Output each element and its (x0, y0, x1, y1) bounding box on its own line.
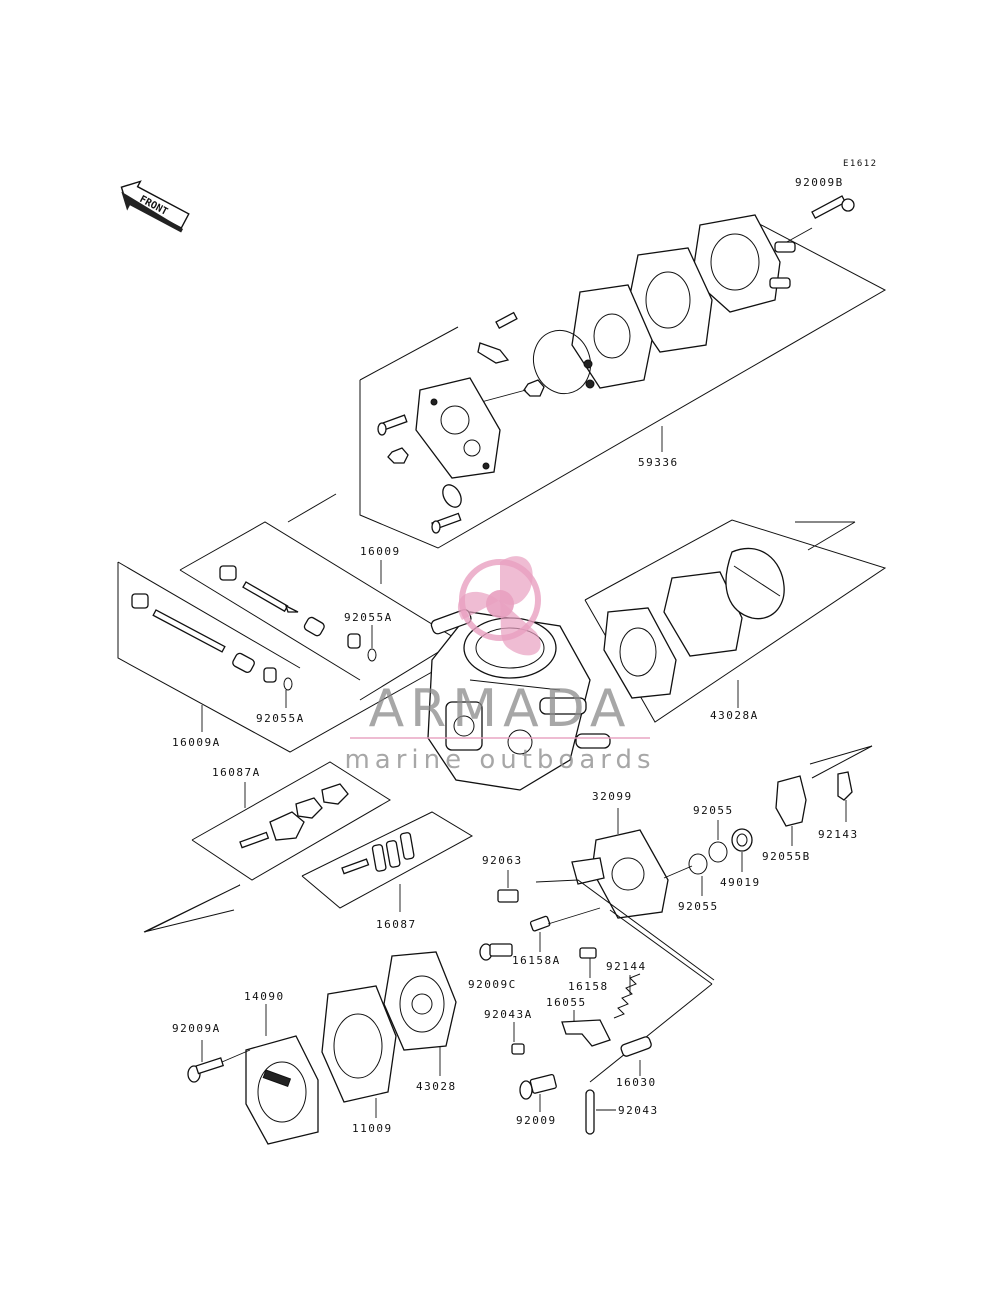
front-arrow-icon: FRONT (120, 180, 190, 233)
label-14090: 14090 (244, 990, 285, 1003)
o-ring-92055-lower (688, 853, 708, 896)
watermark-brand: ARMADA (369, 679, 632, 739)
spring-92144 (613, 973, 641, 1019)
label-92055-top: 92055 (693, 804, 734, 817)
label-92009A: 92009A (172, 1022, 221, 1035)
pin-92043 (585, 1089, 616, 1135)
bolt-92009A (187, 1040, 251, 1083)
pump-body (415, 377, 501, 479)
lever-16055 (561, 1010, 611, 1047)
label-43028A: 43028A (710, 709, 759, 722)
label-92144: 92144 (606, 960, 647, 973)
label-16158: 16158 (568, 980, 609, 993)
gasket-11009 (321, 985, 397, 1118)
screw-92009 (519, 1073, 557, 1112)
armada-watermark-logo (457, 556, 541, 656)
plate-group-16087 (301, 811, 474, 912)
label-92009: 92009 (516, 1114, 557, 1127)
plate-group-16087A (191, 761, 391, 881)
label-92055-bottom: 92055 (678, 900, 719, 913)
diagram-code: E1612 (843, 159, 878, 169)
cover-14090 (245, 1004, 319, 1145)
mixture-screw-group-upper (179, 521, 459, 701)
label-16087: 16087 (376, 918, 417, 931)
label-16055: 16055 (546, 996, 587, 1009)
pump-cover (691, 214, 796, 313)
diaphragm-cover-group (187, 951, 457, 1145)
pump-kit-group (287, 195, 887, 549)
screw-16158 (579, 947, 597, 978)
label-16087A: 16087A (212, 766, 261, 779)
clip-92143 (837, 771, 853, 822)
kit-gasket-2 (663, 571, 743, 657)
kit-gasket-1 (603, 607, 677, 699)
diaphragm-43028 (383, 951, 457, 1076)
screw-92043A (511, 1022, 525, 1055)
cover-plate-large (239, 811, 305, 849)
screw-92063 (497, 870, 519, 903)
screw-92009C (479, 943, 513, 961)
label-11009: 11009 (352, 1122, 393, 1135)
label-92043: 92043 (618, 1104, 659, 1117)
bolt-92009B (775, 195, 855, 249)
float-chamber-group (479, 745, 873, 1135)
label-92143: 92143 (818, 828, 859, 841)
label-92055B: 92055B (762, 850, 811, 863)
label-59336: 59336 (638, 456, 679, 469)
pump-nut-small (387, 447, 409, 464)
kit-gasket-3 (725, 547, 785, 620)
label-49019: 49019 (720, 876, 761, 889)
label-92063: 92063 (482, 854, 523, 867)
label-16009: 16009 (360, 545, 401, 558)
label-92055A-bottom: 92055A (256, 712, 305, 725)
watermark-tagline: marine outboards (344, 745, 655, 775)
mixture-screw-group-lower (117, 561, 433, 753)
carburetor-body (427, 609, 611, 791)
diaphragm-kit-group (584, 519, 887, 723)
label-92043A: 92043A (484, 1008, 533, 1021)
screw-16158A (529, 915, 551, 952)
plug-49019 (731, 828, 753, 872)
pump-valve-bracket (477, 311, 518, 364)
o-ring-92055-upper (708, 820, 728, 863)
pump-o-ring (533, 329, 595, 395)
pump-clip-bottom (431, 484, 462, 534)
cap-92055B (775, 775, 807, 846)
label-32099: 32099 (592, 790, 633, 803)
label-16030: 16030 (616, 1076, 657, 1089)
pump-screw-left (377, 414, 408, 436)
needle-16030 (620, 1036, 652, 1076)
label-16009A: 16009A (172, 736, 221, 749)
label-92009B: 92009B (795, 176, 844, 189)
label-92055A-top: 92055A (344, 611, 393, 624)
float-chamber-cover (571, 829, 669, 919)
label-43028: 43028 (416, 1080, 457, 1093)
label-16158A: 16158A (512, 954, 561, 967)
label-92009C: 92009C (468, 978, 517, 991)
